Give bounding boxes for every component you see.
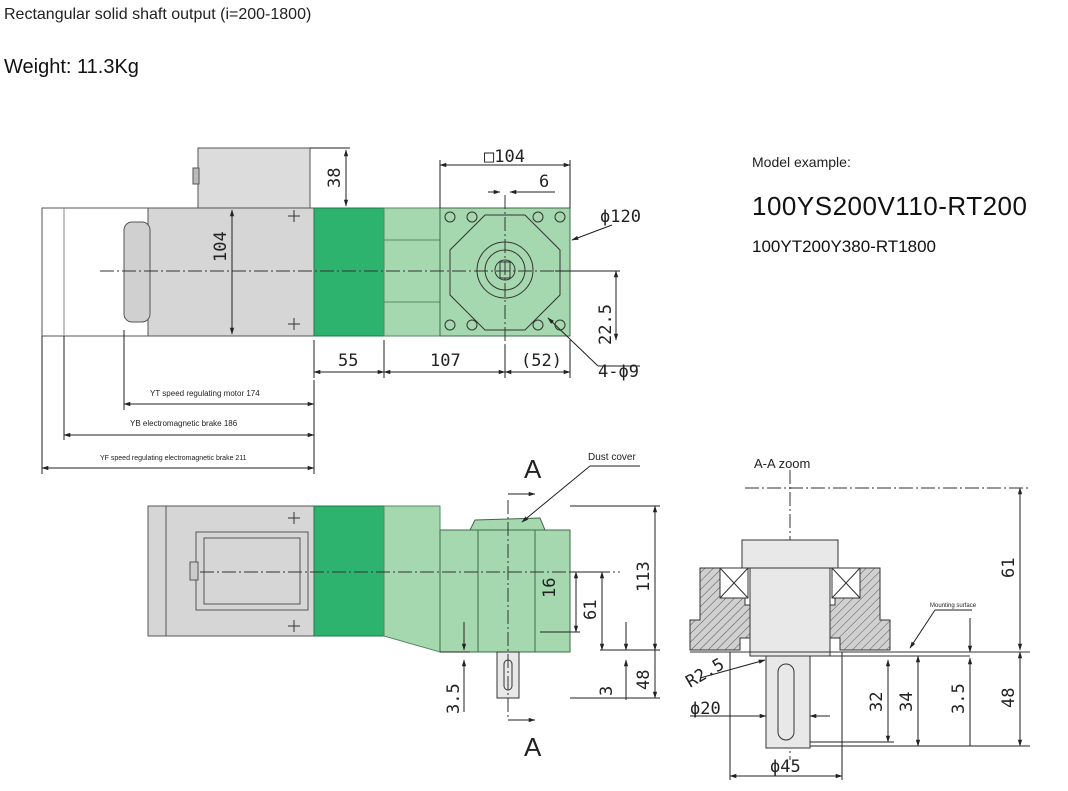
sec-dim-48: 48 — [999, 688, 1019, 708]
front-dim-61: 61 — [581, 600, 601, 620]
section-view: A-A zoom Mounting surface 61 R2.5 ϕ20 32… — [683, 456, 1030, 780]
junction-box — [197, 147, 311, 209]
dim-52: (52) — [521, 351, 562, 371]
dim-square-104: □104 — [484, 147, 525, 167]
model-example-2: 100YT200Y380-RT1800 — [752, 237, 936, 256]
front-gearbox — [383, 505, 441, 653]
top-view: □104 6 ϕ120 38 104 22.5 55 107 (52) 4-ϕ9… — [41, 147, 641, 474]
motor-fan-cover — [123, 221, 151, 323]
dim-104-height: 104 — [211, 231, 231, 262]
front-dim-3: 3 — [597, 686, 617, 696]
front-motor-body — [165, 505, 315, 637]
front-dim-113: 113 — [634, 561, 654, 592]
front-dim-48: 48 — [634, 670, 654, 690]
gearbox-section — [383, 207, 441, 337]
model-example-1: 100YS200V110-RT200 — [752, 191, 1028, 221]
sec-dim-r2-5: R2.5 — [683, 655, 728, 693]
model-example-label: Model example: — [752, 154, 851, 170]
section-a-top: A — [524, 454, 542, 484]
dust-cover-label: Dust cover — [588, 452, 636, 463]
sec-dim-phi20: ϕ20 — [690, 699, 721, 719]
len-yt: YT speed regulating motor 174 — [150, 389, 260, 398]
sec-dim-32: 32 — [867, 692, 887, 712]
front-view: A A Dust cover 16 61 113 3.5 3 48 — [147, 452, 660, 762]
dim-107: 107 — [430, 351, 461, 371]
dim-38: 38 — [325, 168, 345, 188]
dim-55: 55 — [338, 351, 358, 371]
len-yf: YF speed regulating electromagnetic brak… — [100, 455, 247, 462]
section-a-bottom: A — [524, 732, 542, 762]
front-brake — [313, 505, 385, 637]
dim-6: 6 — [539, 172, 549, 192]
section-title: A-A zoom — [754, 456, 810, 471]
mounting-surface-label: Mounting surface — [930, 603, 977, 609]
dim-phi120: ϕ120 — [600, 207, 641, 227]
dim-22-5: 22.5 — [596, 304, 616, 345]
sec-dim-3-5: 3.5 — [949, 683, 969, 714]
front-dim-16: 16 — [540, 578, 560, 598]
sec-dim-34: 34 — [897, 692, 917, 712]
brake-section — [313, 207, 385, 337]
len-yb: YB electromagnetic brake 186 — [130, 419, 238, 428]
dim-holes: 4-ϕ9 — [598, 362, 639, 382]
front-dim-3-5: 3.5 — [444, 683, 464, 714]
weight-label: Weight: 11.3Kg — [4, 56, 139, 78]
sec-dim-phi45: ϕ45 — [770, 757, 801, 777]
page-subtitle: Rectangular solid shaft output (i=200-18… — [4, 6, 312, 23]
motor-body — [147, 207, 315, 337]
sec-dim-61: 61 — [999, 558, 1019, 578]
section-shaft — [765, 655, 811, 749]
